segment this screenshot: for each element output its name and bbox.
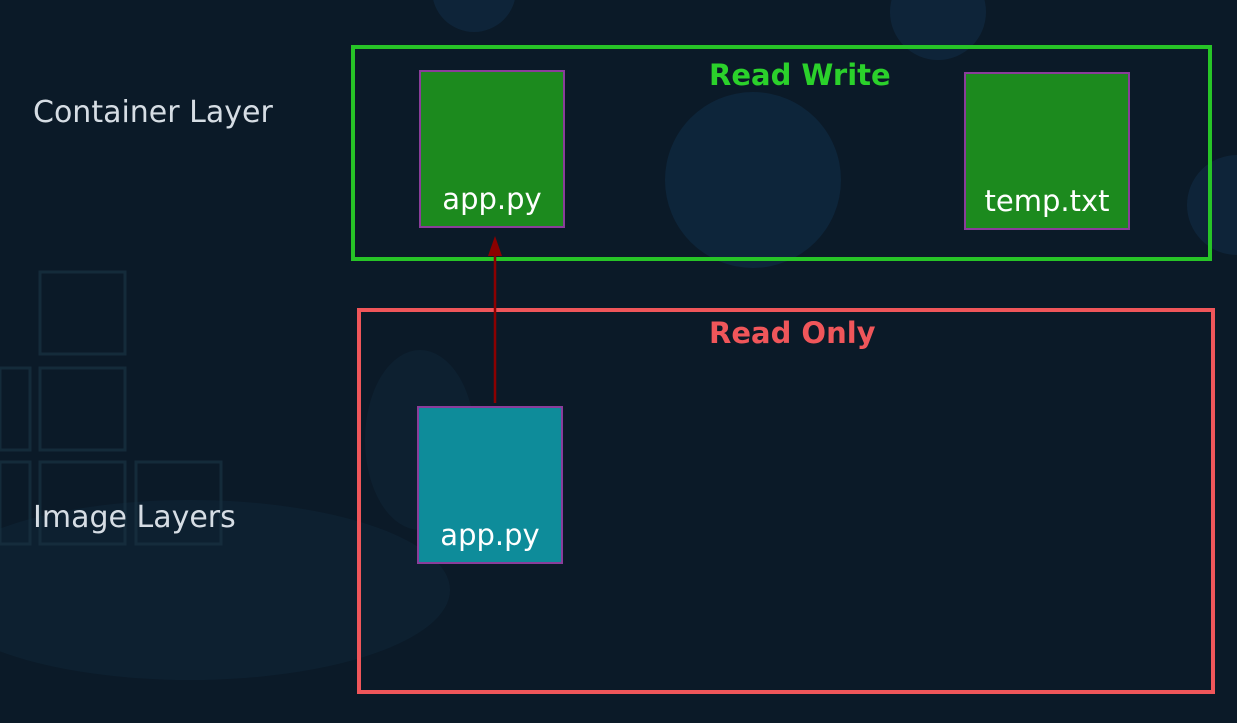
file-label: temp.txt (984, 184, 1110, 218)
file-label: app.py (440, 518, 540, 552)
read-write-title: Read Write (709, 58, 891, 92)
container-file-app-py: app.py (419, 70, 565, 228)
read-only-title: Read Only (709, 316, 876, 350)
read-only-box (357, 308, 1215, 694)
container-layer-label: Container Layer (33, 95, 273, 130)
file-label: app.py (442, 182, 542, 216)
image-file-app-py: app.py (417, 406, 563, 564)
image-layers-label: Image Layers (33, 500, 236, 535)
container-file-temp-txt: temp.txt (964, 72, 1130, 230)
read-write-box (351, 45, 1212, 261)
